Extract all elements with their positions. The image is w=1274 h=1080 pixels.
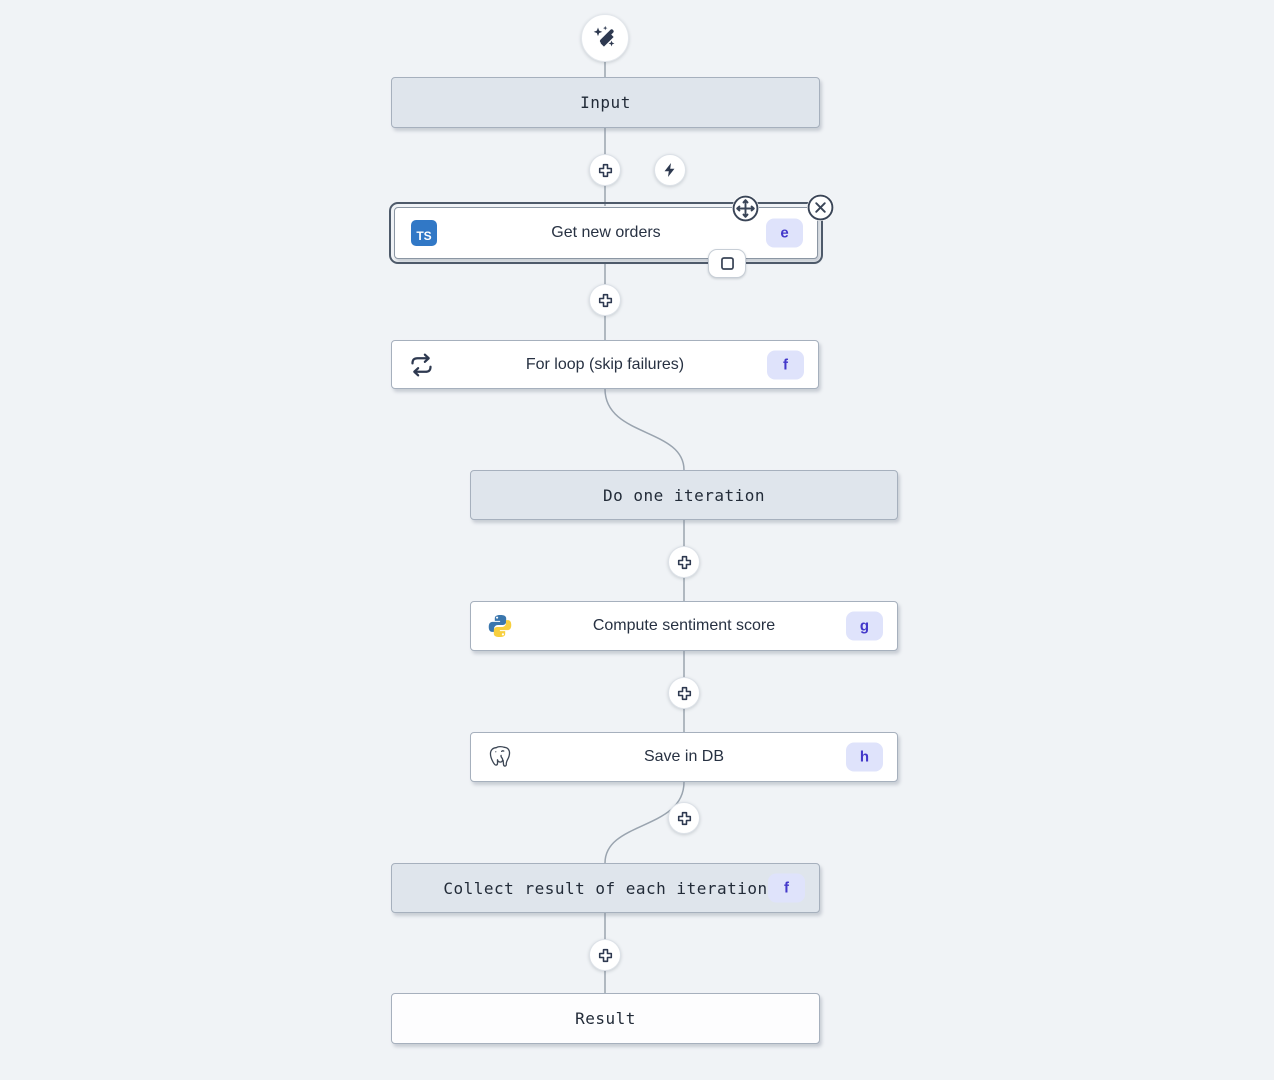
node-do-one-iteration[interactable]: Do one iteration [470, 470, 898, 520]
ai-flow-button[interactable] [581, 14, 629, 62]
node-collect-result[interactable]: Collect result of each iteration f [391, 863, 820, 913]
plus-icon [676, 685, 693, 702]
node-label: Get new orders [551, 224, 661, 241]
node-save-in-db[interactable]: Save in DB h [470, 732, 898, 782]
node-compute-sentiment[interactable]: Compute sentiment score g [470, 601, 898, 651]
node-label: For loop (skip failures) [525, 355, 685, 373]
magic-wand-icon [591, 24, 619, 52]
close-icon [807, 194, 834, 221]
loop-arrows-icon [408, 351, 435, 378]
step-id-badge: f [768, 873, 805, 903]
node-label: Result [575, 1009, 636, 1028]
step-id-badge: g [846, 611, 883, 641]
insert-step-button[interactable] [589, 939, 621, 971]
node-input[interactable]: Input [391, 77, 820, 128]
step-id-badge: h [846, 742, 883, 772]
node-result[interactable]: Result [391, 993, 820, 1044]
insert-step-button[interactable] [668, 677, 700, 709]
delete-node-button[interactable] [807, 194, 834, 221]
add-trigger-button[interactable] [654, 154, 686, 186]
node-label: Save in DB [643, 748, 725, 765]
insert-step-button[interactable] [668, 546, 700, 578]
node-label: Do one iteration [602, 485, 766, 505]
python-icon [487, 613, 513, 639]
node-label: Collect result of each iteration [443, 878, 768, 898]
insert-step-button[interactable] [589, 154, 621, 186]
move-crosshair-icon [732, 195, 759, 222]
move-node-button[interactable] [732, 195, 759, 222]
lightning-icon [662, 162, 678, 178]
plus-icon [597, 162, 614, 179]
plus-icon [676, 810, 693, 827]
node-label: Compute sentiment score [592, 617, 776, 634]
plus-icon [597, 292, 614, 309]
plus-icon [676, 554, 693, 571]
node-box-button[interactable] [708, 249, 746, 278]
insert-step-button[interactable] [589, 284, 621, 316]
typescript-icon: TS [411, 220, 437, 246]
square-icon [718, 254, 737, 273]
insert-step-button[interactable] [668, 802, 700, 834]
step-id-badge: e [766, 218, 803, 248]
node-for-loop[interactable]: For loop (skip failures) f [391, 340, 819, 389]
postgresql-icon [487, 743, 513, 771]
plus-icon [597, 947, 614, 964]
step-id-badge: f [767, 350, 804, 379]
node-label: Input [580, 93, 631, 112]
